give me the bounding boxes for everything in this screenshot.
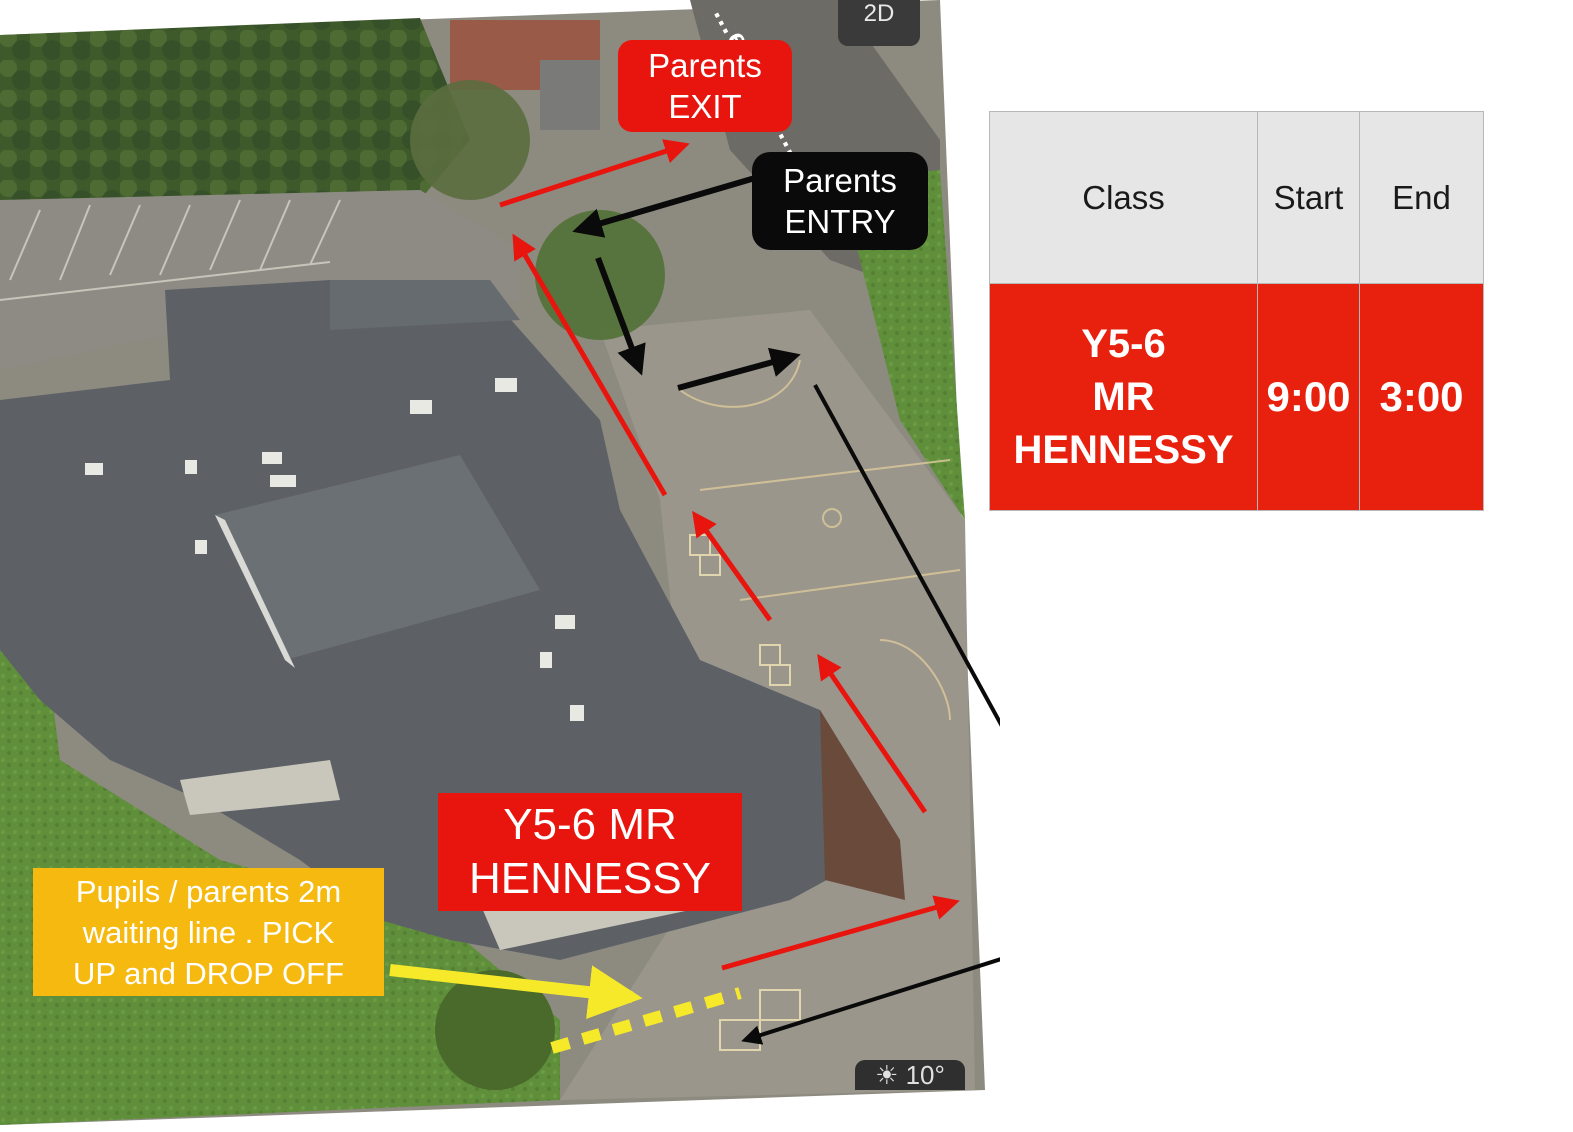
class-timetable: Class Start End Y5-6 MR HENNESSY 9:00 3:… [989, 111, 1484, 511]
entry-route-arrow [572, 175, 756, 238]
entry-route-arrow [595, 256, 646, 376]
header-start: Start [1257, 111, 1360, 284]
entry-route-arrow [677, 347, 801, 391]
timetable-header-row: Class Start End [989, 111, 1484, 284]
entry-route-arrow [813, 384, 1000, 727]
exit-route-arrow [499, 139, 690, 208]
header-end: End [1359, 111, 1484, 284]
exit-route [499, 139, 960, 971]
school-building [0, 280, 905, 960]
exit-route-arrow [721, 895, 960, 971]
cell-start-time: 9:00 [1257, 283, 1360, 511]
exit-route-arrow [512, 233, 668, 497]
view-toggle-2d-button[interactable]: 2D [838, 0, 920, 46]
class-location-label: Y5-6 MR HENNESSY [438, 793, 742, 911]
waiting-line-dashes [550, 987, 742, 1054]
waiting-line-label: Pupils / parents 2m waiting line . PICK … [33, 868, 384, 996]
exit-route-arrow [817, 653, 928, 814]
parents-entry-label: Parents ENTRY [752, 152, 928, 250]
cell-class-name: Y5-6 MR HENNESSY [989, 283, 1258, 511]
weather-badge: ☀ 10° [855, 1060, 965, 1090]
waiting-line-arrow [389, 964, 643, 1020]
parents-exit-label: Parents EXIT [618, 40, 792, 132]
entry-route [572, 175, 1000, 1045]
aerial-map[interactable]: …es Cent… 2D ☀ 10° Parents EXIT Parents … [0, 0, 1000, 1132]
header-class: Class [989, 111, 1258, 284]
cell-end-time: 3:00 [1359, 283, 1484, 511]
table-row: Y5-6 MR HENNESSY 9:00 3:00 [989, 283, 1484, 511]
exit-route-arrow [692, 510, 773, 622]
waiting-line [389, 964, 742, 1054]
entry-route-arrow [741, 957, 1000, 1045]
